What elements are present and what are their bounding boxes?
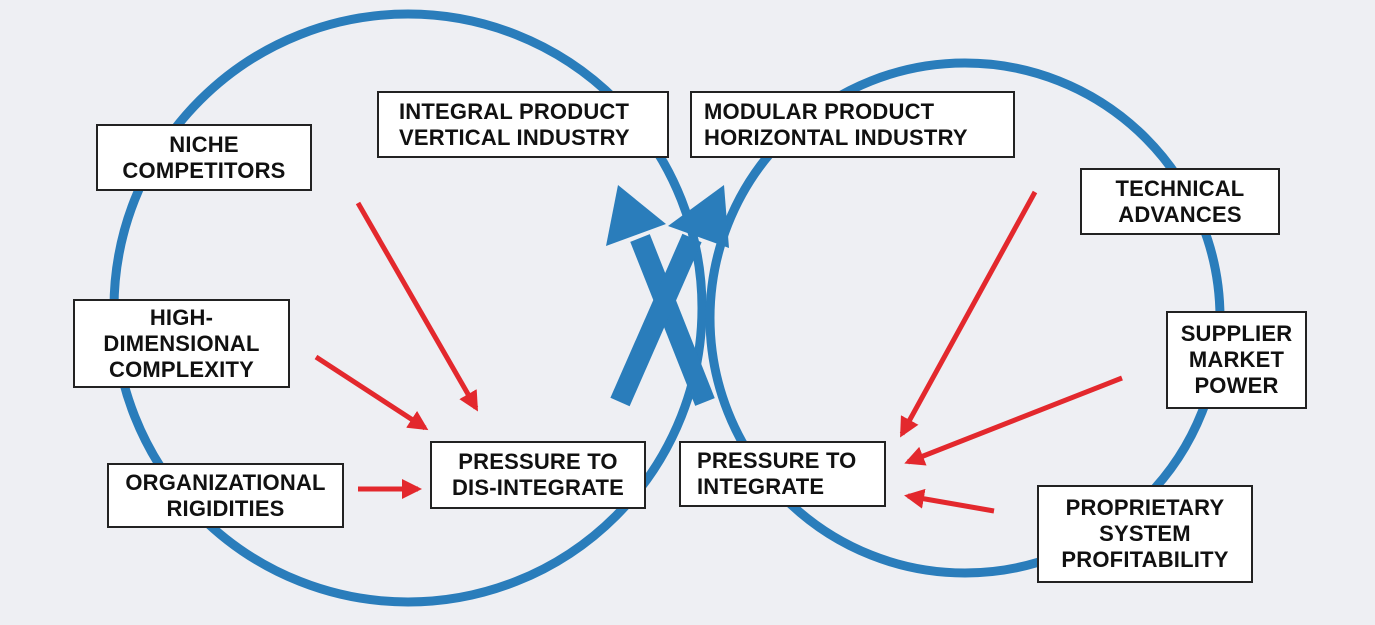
arrow-highdim-to-disintegrate bbox=[314, 354, 429, 431]
supplier-line2: MARKET bbox=[1188, 347, 1285, 372]
niche-line2: COMPETITORS bbox=[122, 157, 286, 183]
blue-arrow-to-modular bbox=[610, 185, 729, 407]
disintegrate-line1: PRESSURE TO bbox=[458, 449, 618, 474]
proprietary-line3: PROFITABILITY bbox=[1061, 547, 1229, 572]
pressure-disintegrate-box: PRESSURE TO DIS-INTEGRATE bbox=[430, 441, 646, 509]
niche-competitors-box: NICHE COMPETITORS bbox=[96, 124, 312, 191]
highdim-line1: HIGH- bbox=[149, 304, 214, 330]
integrate-line1: PRESSURE TO bbox=[697, 448, 857, 473]
modular-product-box: MODULAR PRODUCT HORIZONTAL INDUSTRY bbox=[690, 91, 1015, 158]
arrow-supplier-to-integrate bbox=[904, 375, 1123, 466]
proprietary-line2: SYSTEM bbox=[1099, 521, 1191, 546]
supplier-market-power-box: SUPPLIER MARKET POWER bbox=[1166, 311, 1307, 409]
organizational-rigidities-box: ORGANIZATIONAL RIGIDITIES bbox=[107, 463, 344, 528]
proprietary-line1: PROPRIETARY bbox=[1065, 495, 1225, 520]
blue-arrow-to-integral bbox=[606, 185, 715, 406]
pressure-integrate-box: PRESSURE TO INTEGRATE bbox=[679, 441, 886, 507]
integral-line1: INTEGRAL PRODUCT bbox=[399, 98, 630, 124]
arrow-proprietary-to-integrate bbox=[904, 488, 995, 514]
high-dimensional-complexity-box: HIGH- DIMENSIONAL COMPLEXITY bbox=[73, 299, 290, 388]
orgrigid-line2: RIGIDITIES bbox=[166, 495, 285, 521]
orgrigid-line1: ORGANIZATIONAL bbox=[125, 469, 326, 495]
technical-line1: TECHNICAL bbox=[1115, 175, 1245, 201]
disintegrate-line2: DIS-INTEGRATE bbox=[451, 475, 625, 500]
highdim-line2: DIMENSIONAL bbox=[103, 330, 260, 356]
niche-line1: NICHE bbox=[169, 131, 239, 157]
integral-line2: VERTICAL INDUSTRY bbox=[399, 124, 630, 150]
technical-line2: ADVANCES bbox=[1118, 201, 1242, 227]
arrow-modular-to-integrate bbox=[899, 190, 1038, 438]
modular-line1: MODULAR PRODUCT bbox=[704, 98, 935, 124]
proprietary-system-profitability-box: PROPRIETARY SYSTEM PROFITABILITY bbox=[1037, 485, 1253, 583]
integrate-line2: INTEGRATE bbox=[697, 474, 825, 499]
highdim-line3: COMPLEXITY bbox=[108, 356, 254, 382]
integral-product-box: INTEGRAL PRODUCT VERTICAL INDUSTRY bbox=[377, 91, 669, 158]
supplier-line1: SUPPLIER bbox=[1180, 321, 1293, 346]
technical-advances-box: TECHNICAL ADVANCES bbox=[1080, 168, 1280, 235]
supplier-line3: POWER bbox=[1194, 373, 1279, 398]
modular-line2: HORIZONTAL INDUSTRY bbox=[704, 124, 968, 150]
arrow-niche-to-disintegrate bbox=[355, 201, 479, 412]
